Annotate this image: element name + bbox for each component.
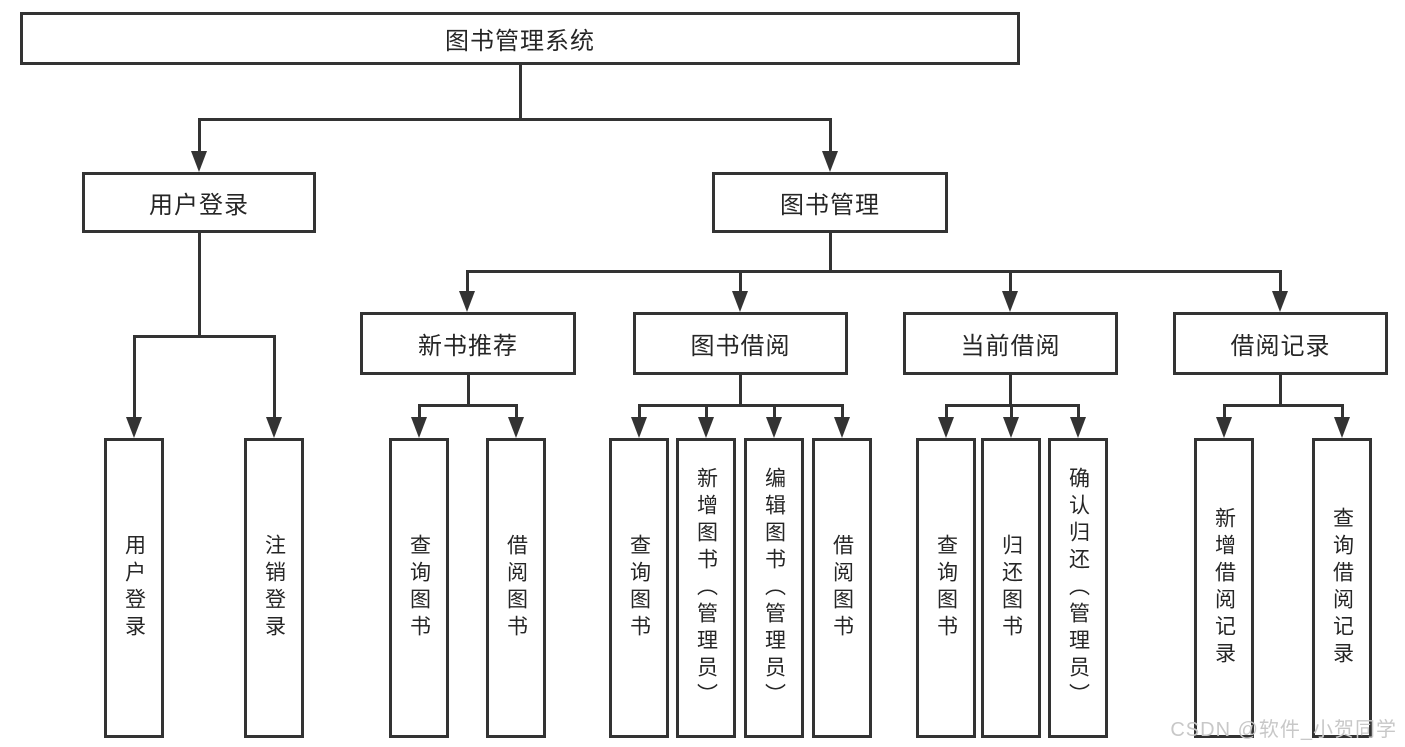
node-book-borrow: 图书借阅 (633, 312, 848, 375)
leaf-query-books-1-label: 查询图书 (407, 534, 431, 642)
node-current-borrow-label: 当前借阅 (960, 333, 1061, 360)
leaf-confirm-return-admin-label: 确认归还（管理员） (1066, 466, 1090, 710)
connector-login-trunk (197, 233, 201, 338)
connector-newrec-stub-2 (514, 404, 518, 419)
leaf-logout-label: 注销登录 (262, 534, 286, 642)
leaf-query-borrow-record: 查询借阅记录 (1312, 438, 1372, 738)
connector-books-stub-2 (738, 270, 742, 293)
leaf-edit-books-admin: 编辑图书（管理员） (744, 438, 804, 738)
leaf-borrow-books-2: 借阅图书 (812, 438, 872, 738)
leaf-query-books-3: 查询图书 (916, 438, 976, 738)
connector-current-trunk (1009, 375, 1012, 406)
leaf-return-books-label: 归还图书 (999, 534, 1023, 642)
connector-borrow-stub-1 (637, 404, 641, 419)
arrow-down-icon (1001, 291, 1018, 312)
watermark: CSDN @软件_小贺同学 (1170, 719, 1397, 741)
connector-current-stub-3 (1076, 404, 1080, 419)
leaf-add-books-admin-label: 新增图书（管理员） (694, 466, 718, 710)
leaf-add-books-admin: 新增图书（管理员） (676, 438, 736, 738)
connector-login-bar (132, 335, 276, 338)
arrow-down-icon (1069, 417, 1086, 438)
leaf-return-books: 归还图书 (981, 438, 1041, 738)
leaf-query-borrow-record-label: 查询借阅记录 (1330, 507, 1354, 669)
arrow-down-icon (1333, 417, 1350, 438)
connector-login-stub-1 (132, 335, 136, 419)
connector-books-bar (466, 270, 1282, 273)
leaf-borrow-books-2-label: 借阅图书 (830, 534, 854, 642)
leaf-query-books-1: 查询图书 (389, 438, 449, 738)
connector-books-stub-3 (1008, 270, 1012, 293)
leaf-add-borrow-record-label: 新增借阅记录 (1212, 507, 1236, 669)
node-borrow-records-label: 借阅记录 (1230, 333, 1331, 360)
arrow-down-icon (507, 417, 524, 438)
leaf-user-login-label: 用户登录 (122, 534, 146, 642)
connector-borrow-stub-3 (772, 404, 776, 419)
connector-current-stub-2 (1009, 404, 1013, 419)
leaf-edit-books-admin-label: 编辑图书（管理员） (762, 466, 786, 710)
arrow-down-icon (697, 417, 714, 438)
node-user-login-label: 用户登录 (149, 192, 249, 219)
connector-current-stub-1 (944, 404, 948, 419)
connector-borrow-stub-2 (704, 404, 708, 419)
connector-books-stub-4 (1278, 270, 1282, 293)
node-new-book-recommend: 新书推荐 (360, 312, 576, 375)
node-current-borrow: 当前借阅 (903, 312, 1118, 375)
connector-borrow-trunk (739, 375, 742, 406)
node-root-label: 图书管理系统 (445, 28, 595, 55)
connector-records-trunk (1279, 375, 1282, 406)
node-root: 图书管理系统 (20, 12, 1020, 65)
connector-books-trunk (828, 233, 832, 272)
node-user-login: 用户登录 (82, 172, 316, 233)
connector-borrow-stub-4 (840, 404, 844, 419)
arrow-down-icon (265, 417, 282, 438)
connector-borrow-bar (637, 404, 844, 407)
leaf-confirm-return-admin: 确认归还（管理员） (1048, 438, 1108, 738)
connector-records-stub-2 (1340, 404, 1344, 419)
connector-root-stub-right (829, 118, 832, 155)
leaf-borrow-books-1-label: 借阅图书 (504, 534, 528, 642)
arrow-down-icon (937, 417, 954, 438)
connector-books-stub-1 (466, 270, 469, 293)
leaf-query-books-2: 查询图书 (609, 438, 669, 738)
connector-records-bar (1222, 404, 1344, 407)
leaf-borrow-books-1: 借阅图书 (486, 438, 546, 738)
connector-root-trunk (519, 65, 522, 118)
connector-login-stub-2 (272, 335, 276, 419)
connector-newrec-stub-1 (417, 404, 421, 419)
node-book-management-label: 图书管理 (780, 192, 880, 219)
node-borrow-records: 借阅记录 (1173, 312, 1388, 375)
connector-newrec-bar (417, 404, 518, 407)
arrow-down-icon (731, 291, 748, 312)
leaf-query-books-3-label: 查询图书 (934, 534, 958, 642)
leaf-add-borrow-record: 新增借阅记录 (1194, 438, 1254, 738)
arrow-down-icon (822, 151, 838, 172)
arrow-down-icon (1271, 291, 1288, 312)
connector-newrec-trunk (466, 375, 470, 406)
arrow-down-icon (765, 417, 782, 438)
leaf-logout: 注销登录 (244, 438, 304, 738)
node-book-borrow-label: 图书借阅 (690, 333, 791, 360)
node-book-management: 图书管理 (712, 172, 948, 233)
leaf-query-books-2-label: 查询图书 (627, 534, 651, 642)
arrow-down-icon (630, 417, 647, 438)
connector-root-stub-left (198, 118, 201, 155)
arrow-down-icon (459, 291, 475, 312)
connector-root-bar (198, 118, 832, 121)
arrow-down-icon (410, 417, 427, 438)
node-new-book-recommend-label: 新书推荐 (418, 333, 518, 360)
arrow-down-icon (1215, 417, 1232, 438)
arrow-down-icon (1002, 417, 1019, 438)
connector-records-stub-1 (1222, 404, 1226, 419)
arrow-down-icon (125, 417, 142, 438)
arrow-down-icon (191, 151, 207, 172)
arrow-down-icon (833, 417, 850, 438)
leaf-user-login: 用户登录 (104, 438, 164, 738)
